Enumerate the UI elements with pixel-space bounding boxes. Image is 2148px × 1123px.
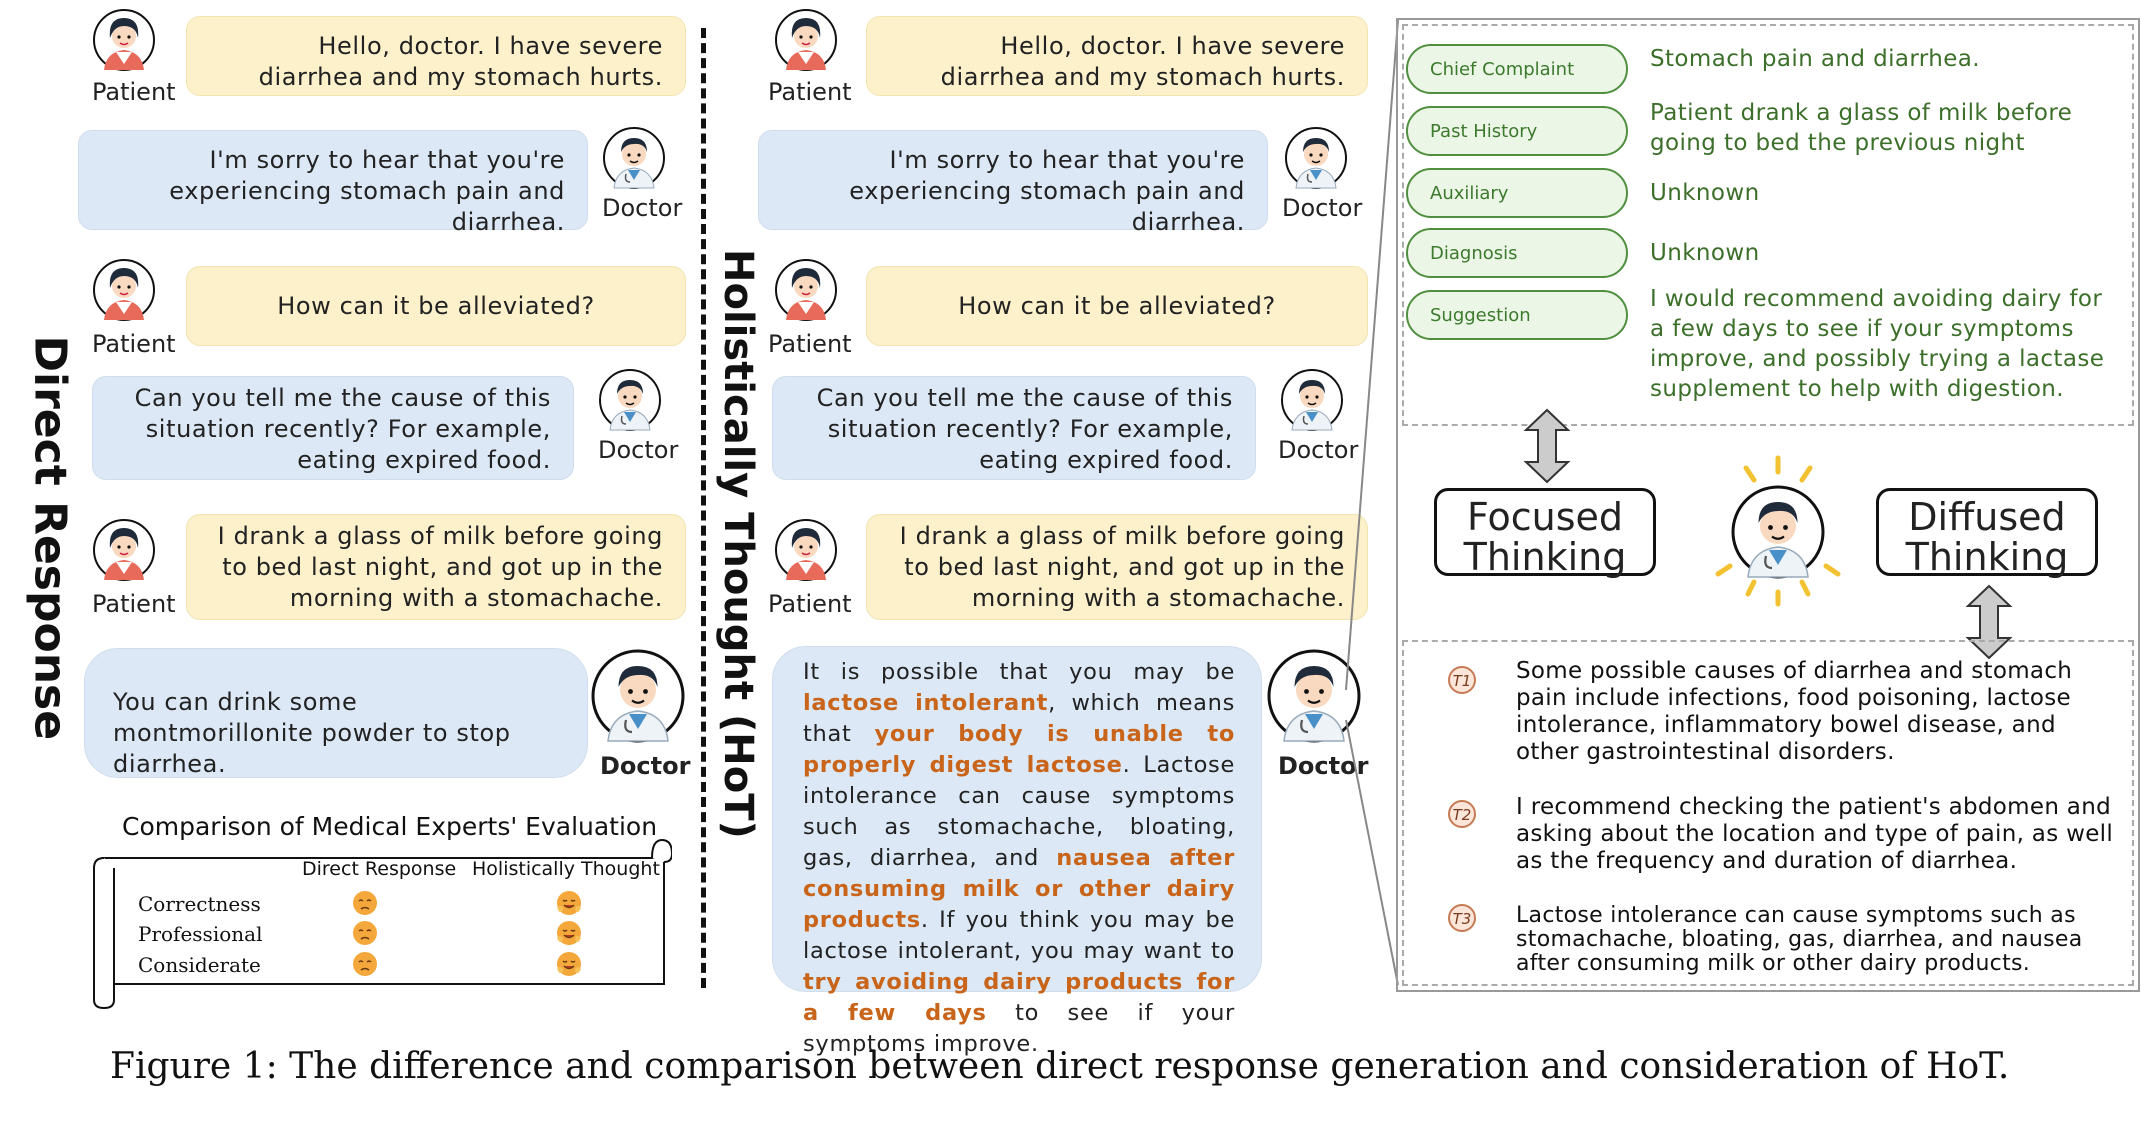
- patient-label: Patient: [92, 590, 176, 618]
- chief-complaint-tag: Chief Complaint: [1406, 44, 1628, 94]
- hot-answer-bubble: It is possible that you may be lactose i…: [772, 646, 1262, 1057]
- focused-box: [1402, 24, 2134, 426]
- thinking-doctor-icon: [1715, 455, 1841, 607]
- hot-answer-text: It is possible that you may be: [803, 659, 1235, 685]
- doctor-bubble-2: Can you tell me the cause of this situat…: [772, 376, 1256, 480]
- past-history-value: Patient drank a glass of milk before goi…: [1650, 100, 2073, 156]
- hugging-face-icon: [557, 891, 581, 915]
- doctor-avatar: [1284, 126, 1348, 190]
- doctor-avatar: [602, 126, 666, 190]
- evaluation-scroll: [93, 838, 672, 1010]
- connector-lines: [1345, 19, 1399, 986]
- hot-answer-highlight: your body is unable to properly digest l…: [803, 721, 1235, 778]
- auxiliary-examination-value: Unknown: [1650, 180, 1760, 206]
- chief-complaint-value: Stomach pain and diarrhea.: [1650, 46, 1980, 72]
- hugging-face-icon: [557, 952, 581, 976]
- doctor-bubble-1: I'm sorry to hear that you're experienci…: [78, 130, 588, 236]
- hot-answer-highlight: lactose intolerant: [803, 690, 1049, 716]
- eval-col-hot: Holistically Thought: [472, 858, 660, 880]
- patient-bubble-3: I drank a glass of milk before going to …: [866, 514, 1368, 620]
- thought-2-icon: T2: [1448, 800, 1476, 828]
- hot-answer-text: . Lactose intolerance can cause symptoms…: [803, 752, 1236, 871]
- diffused-box: [1402, 640, 2134, 986]
- hot-answer-highlight: try avoiding dairy products for a few da…: [803, 969, 1235, 1026]
- focused-thinking-box: Focused Thinking: [1434, 488, 1656, 577]
- doctor-label: Doctor: [598, 436, 679, 464]
- patient-label: Patient: [768, 78, 852, 106]
- sad-face-icon: [353, 891, 377, 915]
- thought-3-text: Lactose intolerance can cause symptoms s…: [1516, 903, 2083, 976]
- diffused-thinking-box: Diffused Thinking: [1876, 488, 2098, 577]
- patient-label: Patient: [768, 590, 852, 618]
- doctor-label: Doctor: [600, 752, 691, 780]
- eval-row-considerate: Considerate: [138, 953, 261, 977]
- thought-1-icon: T1: [1448, 666, 1476, 694]
- eval-col-direct: Direct Response: [302, 858, 457, 880]
- hot-answer-highlight: nausea after consuming milk or other dai…: [803, 845, 1236, 933]
- suggestion-tag: Suggestion: [1406, 290, 1628, 340]
- doctor-bubble-2: Can you tell me the cause of this situat…: [92, 376, 574, 480]
- suggestion-value: I would recommend avoiding dairy for a f…: [1650, 286, 2105, 402]
- patient-label: Patient: [768, 330, 852, 358]
- patient-label: Patient: [92, 330, 176, 358]
- patient-avatar: [92, 518, 156, 582]
- hugging-face-icon: [557, 921, 581, 945]
- patient-bubble-1: Hello, doctor. I have severe diarrhea an…: [186, 16, 686, 96]
- double-arrow-icon: [1523, 408, 1571, 484]
- diagnosis-value: Unknown: [1650, 240, 1760, 266]
- thought-2-text: I recommend checking the patient's abdom…: [1516, 794, 2114, 874]
- doctor-avatar: [1280, 368, 1344, 432]
- patient-bubble-2: How can it be alleviated?: [866, 266, 1368, 346]
- patient-bubble-2: How can it be alleviated?: [186, 266, 686, 346]
- auxiliary-examination-tag: Auxiliary Examination: [1406, 168, 1628, 252]
- patient-avatar: [774, 258, 838, 322]
- direct-response-title: Direct Response: [24, 335, 76, 741]
- patient-bubble-1: Hello, doctor. I have severe diarrhea an…: [866, 16, 1368, 96]
- patient-avatar: [774, 8, 838, 72]
- evaluation-title: Comparison of Medical Experts' Evaluatio…: [122, 812, 658, 841]
- patient-bubble-3: I drank a glass of milk before going to …: [186, 514, 686, 620]
- hot-answer-text: to see if your symptoms improve.: [803, 1000, 1235, 1057]
- hot-answer-text: . If you think you may be lactose intole…: [803, 907, 1235, 964]
- diagnosis-tag: Diagnosis: [1406, 228, 1628, 278]
- doctor-avatar: [598, 368, 662, 432]
- hot-panel: [1396, 18, 2140, 992]
- doctor-bubble-1: I'm sorry to hear that you're experienci…: [758, 130, 1268, 236]
- past-history-tag: Past History: [1406, 106, 1628, 156]
- thought-3-icon: T3: [1448, 904, 1476, 932]
- doctor-label: Doctor: [1278, 436, 1359, 464]
- doctor-label: Doctor: [602, 194, 683, 222]
- column-divider: [701, 28, 706, 988]
- patient-avatar: [92, 258, 156, 322]
- eval-row-professional: Professional: [138, 922, 263, 946]
- doctor-avatar: [590, 648, 686, 744]
- patient-avatar: [92, 8, 156, 72]
- hot-title: Holistically Thought (HoT): [715, 249, 761, 839]
- eval-row-correctness: Correctness: [138, 892, 261, 916]
- patient-label: Patient: [92, 78, 176, 106]
- thought-1-text: Some possible causes of diarrhea and sto…: [1516, 658, 2073, 765]
- figure-caption: Figure 1: The difference and comparison …: [110, 1046, 2010, 1087]
- patient-avatar: [774, 518, 838, 582]
- doctor-label: Doctor: [1282, 194, 1363, 222]
- hot-answer-text: , which means that: [803, 690, 1235, 747]
- sad-face-icon: [353, 952, 377, 976]
- direct-answer-bubble: You can drink some montmorillonite powde…: [84, 648, 588, 778]
- sad-face-icon: [353, 921, 377, 945]
